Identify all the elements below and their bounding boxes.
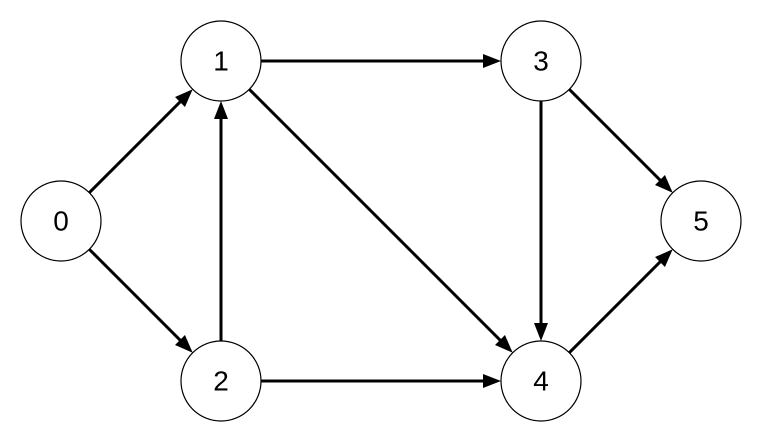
node-0: 0: [20, 180, 102, 262]
edge-1-to-3: [261, 54, 501, 68]
edge-line: [88, 248, 183, 343]
arrowhead-icon: [483, 374, 501, 388]
arrowhead-icon: [175, 89, 193, 107]
node-label: 1: [213, 46, 229, 77]
node-circle: [500, 20, 582, 102]
node-circle: [20, 180, 102, 262]
edge-line: [88, 99, 183, 194]
node-circle: [500, 340, 582, 422]
node-4: 4: [500, 340, 582, 422]
node-circle: [180, 340, 262, 422]
arrowhead-icon: [483, 54, 501, 68]
node-label: 4: [533, 366, 549, 397]
node-label: 5: [693, 206, 709, 237]
arrowhead-icon: [214, 101, 228, 119]
node-5: 5: [660, 180, 742, 262]
node-3: 3: [500, 20, 582, 102]
node-label: 2: [213, 366, 229, 397]
arrowhead-icon: [495, 335, 513, 353]
arrowhead-icon: [655, 249, 673, 267]
edge-2-to-1: [214, 101, 228, 341]
edge-line: [568, 259, 663, 354]
node-circle: [660, 180, 742, 262]
edge-line: [568, 88, 663, 183]
edge-0-to-1: [88, 89, 193, 194]
edge-3-to-4: [534, 101, 548, 341]
nodes-layer: 0 1 2 3 4 5: [20, 20, 742, 422]
node-2: 2: [180, 340, 262, 422]
edge-3-to-5: [568, 88, 673, 193]
node-label: 0: [53, 206, 69, 237]
edges-layer: [88, 54, 673, 388]
arrowhead-icon: [534, 323, 548, 341]
node-label: 3: [533, 46, 549, 77]
edge-1-to-4: [248, 88, 513, 353]
edge-line: [248, 88, 503, 343]
edge-4-to-5: [568, 249, 673, 354]
node-circle: [180, 20, 262, 102]
node-1: 1: [180, 20, 262, 102]
arrowhead-icon: [655, 175, 673, 193]
edge-0-to-2: [88, 248, 193, 353]
edge-2-to-4: [261, 374, 501, 388]
arrowhead-icon: [175, 335, 193, 353]
